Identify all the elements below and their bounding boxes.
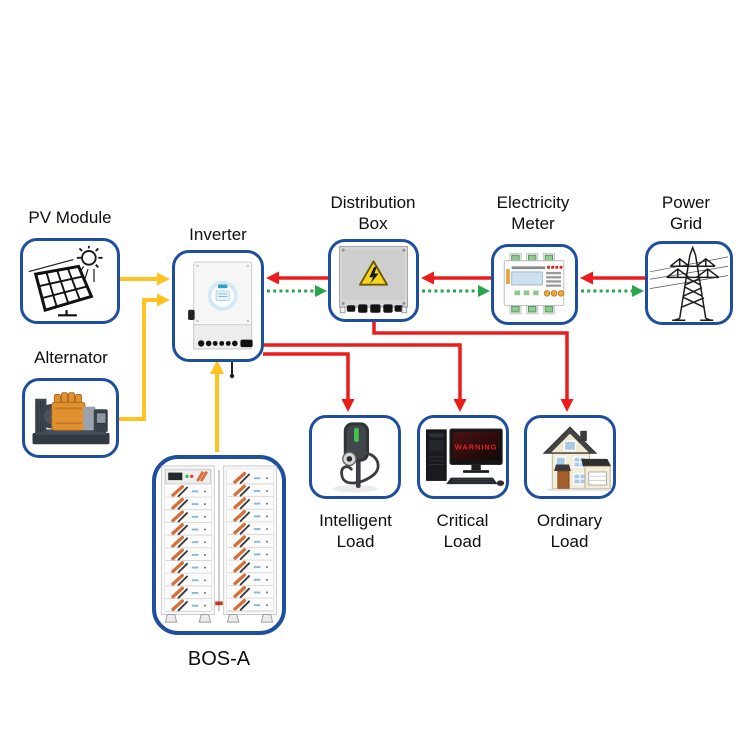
electricity-meter-icon	[503, 252, 565, 315]
warning-text: WARNING	[455, 443, 498, 452]
flow-distribution-to-inverter	[266, 271, 328, 285]
battery-rack-icon	[161, 465, 277, 623]
label-ordinary-load: Ordinary Load	[536, 511, 603, 551]
flow-inverter-to-intelligent-load	[263, 352, 355, 412]
label-intelligent-load: Intelligent Load	[319, 511, 392, 551]
flow-battery-to-inverter	[210, 360, 224, 452]
distribution-box-icon	[338, 245, 409, 314]
flow-meter-to-grid	[581, 285, 644, 297]
flow-alternator-to-inverter	[118, 293, 170, 421]
solar-panel-icon	[28, 245, 103, 317]
node-critical-load: WARNING	[417, 415, 509, 499]
label-critical-load: Critical Load	[436, 511, 489, 551]
node-electricity-meter	[491, 244, 578, 325]
node-ordinary-load	[524, 415, 616, 499]
node-distribution-box	[328, 239, 419, 322]
label-inverter: Inverter	[189, 225, 247, 244]
inverter-antenna	[229, 360, 235, 379]
node-pv-module	[20, 238, 120, 324]
flow-meter-to-distribution	[421, 271, 491, 285]
node-bos-a-battery	[152, 455, 286, 635]
label-bos-a: BOS-A	[187, 648, 251, 670]
label-electricity-meter: Electricity Meter	[496, 193, 570, 233]
inverter-icon	[188, 261, 253, 350]
label-power-grid: Power Grid	[661, 193, 711, 233]
computer-icon: WARNING	[426, 428, 505, 486]
transmission-tower-icon	[649, 245, 729, 322]
flow-pv-to-inverter	[120, 272, 170, 286]
node-alternator	[22, 378, 119, 458]
label-pv-module: PV Module	[28, 208, 112, 227]
house-icon	[542, 426, 612, 491]
flow-inverter-to-critical-load	[263, 343, 467, 412]
node-power-grid	[645, 241, 733, 325]
ev-charger-icon	[332, 422, 380, 493]
flow-distribution-to-ordinary-load	[372, 321, 574, 412]
label-alternator: Alternator	[34, 348, 108, 367]
label-distribution-box: Distribution Box	[330, 193, 416, 233]
flow-grid-to-meter	[580, 271, 645, 285]
flow-inverter-to-distribution	[267, 285, 327, 297]
generator-icon	[32, 392, 109, 445]
node-inverter	[172, 250, 264, 362]
node-intelligent-load	[309, 415, 401, 499]
flow-distribution-to-meter	[422, 285, 490, 297]
